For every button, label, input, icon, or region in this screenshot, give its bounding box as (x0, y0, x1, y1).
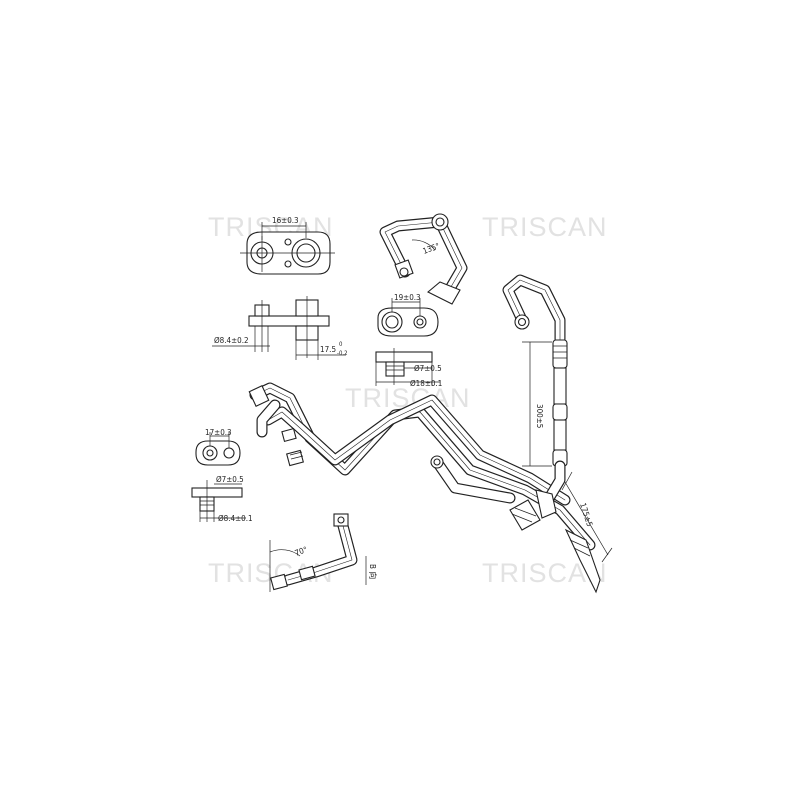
main-hose-assembly: 300±5 175±5 (248, 274, 613, 594)
dim-175: 175±5 (578, 502, 594, 528)
dim-17-5: 17.5 (320, 345, 336, 354)
dim-18: Ø18±0.1 (410, 378, 442, 388)
flange-detail-side: Ø8.4±0.2 17.5 0 -0.2 (212, 296, 348, 360)
dim-19: 19±0.3 (394, 293, 421, 302)
dim-17-5-lower: -0.2 (337, 350, 348, 357)
flange-detail-top: 16±0.3 (240, 216, 335, 275)
pipe-detail-70: 70° B 向 (269, 513, 378, 592)
angle-70: 70° (294, 545, 309, 558)
dim-7a: Ø7±0.5 (414, 363, 442, 373)
fitting-detail-18: Ø7±0.5 Ø18±0.1 (375, 348, 442, 388)
watermark-top-right: TRISCAN (482, 212, 608, 242)
dim-16: 16±0.3 (272, 216, 299, 225)
pipe-detail-135: 135° (379, 213, 468, 305)
dim-7b: Ø7±0.5 (216, 474, 244, 484)
flange-detail-17: 17±0.3 (195, 428, 241, 466)
fitting-detail-8-4: Ø7±0.5 Ø8.4±0.1 (191, 474, 253, 523)
flange-detail-19: 19±0.3 (377, 293, 439, 337)
view-b-label: B 向 (368, 564, 378, 579)
dim-8-4: Ø8.4±0.2 (214, 335, 249, 345)
dim-300: 300±5 (535, 404, 544, 428)
dim-17: 17±0.3 (205, 428, 232, 437)
dim-17-5-upper: 0 (339, 341, 343, 348)
angle-135: 135° (422, 241, 441, 255)
dim-8-4b: Ø8.4±0.1 (218, 513, 253, 523)
